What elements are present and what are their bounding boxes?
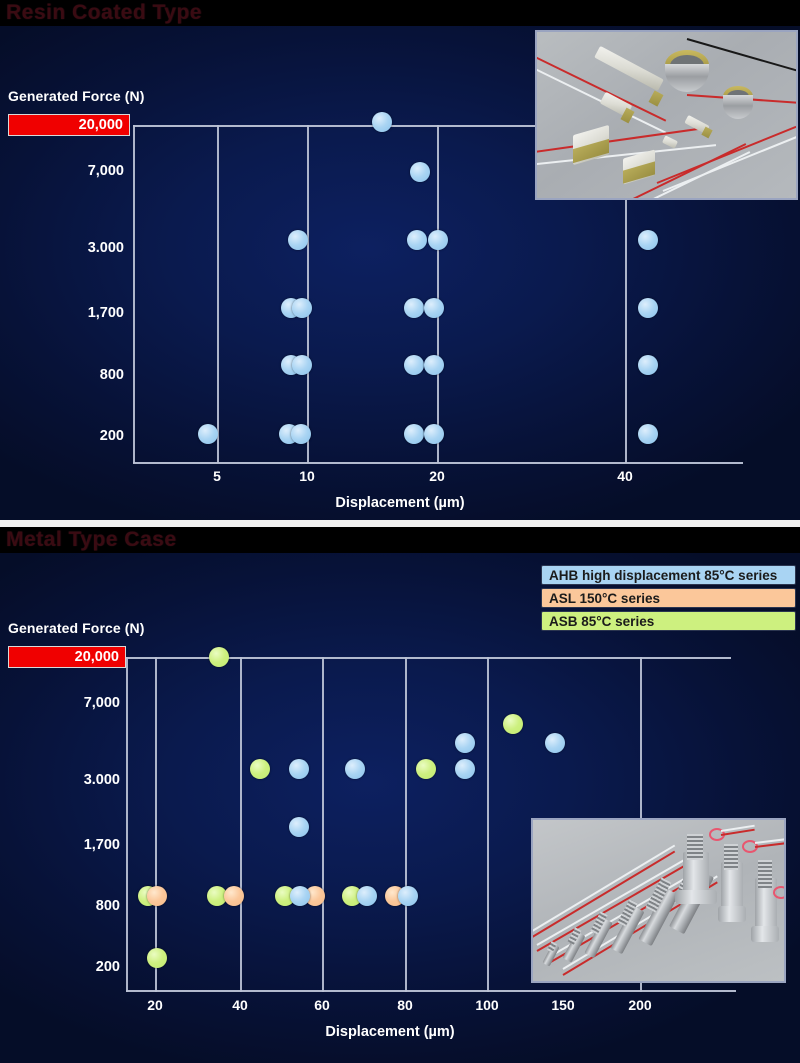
x-tick-60-metal: 60 xyxy=(314,997,330,1013)
y-tick-7000-metal: 7,000 xyxy=(83,695,120,711)
data-point xyxy=(503,714,523,734)
data-point xyxy=(638,355,658,375)
title-band-resin: Resin Coated Type xyxy=(0,0,800,26)
x-tick-40-metal: 40 xyxy=(232,997,248,1013)
data-point xyxy=(292,298,312,318)
y-axis-title-resin: Generated Force (N) xyxy=(8,88,145,104)
data-point xyxy=(207,886,227,906)
y-tick-800-metal: 800 xyxy=(95,898,120,914)
top-gridline-resin xyxy=(133,125,730,127)
data-point xyxy=(638,424,658,444)
gridline-x-40 xyxy=(240,657,242,992)
panel-metal-type-case: Metal Type Case AHB high displacement 85… xyxy=(0,527,800,1063)
data-point xyxy=(292,355,312,375)
x-tick-200-metal: 200 xyxy=(628,997,652,1013)
x-tick-20-resin: 20 xyxy=(429,468,445,484)
legend-item-ahb[interactable]: AHB high displacement 85°C series xyxy=(541,565,796,585)
data-point xyxy=(404,424,424,444)
data-point xyxy=(455,759,475,779)
data-point xyxy=(198,424,218,444)
data-point xyxy=(224,886,244,906)
panel-title-resin: Resin Coated Type xyxy=(6,1,202,24)
y-tick-20000-metal: 20,000 xyxy=(8,646,126,668)
x-axis-line-metal xyxy=(126,990,736,992)
data-point xyxy=(545,733,565,753)
data-point xyxy=(357,886,377,906)
data-point xyxy=(424,298,444,318)
y-axis-line-metal xyxy=(126,657,128,992)
data-point xyxy=(209,647,229,667)
x-axis-title-metal: Displacement (µm) xyxy=(325,1024,455,1040)
x-tick-100-metal: 100 xyxy=(475,997,499,1013)
y-tick-7000-resin: 7,000 xyxy=(87,163,124,179)
data-point xyxy=(416,759,436,779)
data-point xyxy=(638,230,658,250)
inset-photo-metal xyxy=(531,818,786,983)
y-tick-20000-resin: 20,000 xyxy=(8,114,130,136)
y-axis-line-resin xyxy=(133,125,135,463)
panel-resin-coated-type: Resin Coated Type Generated Force (N) 20… xyxy=(0,0,800,520)
top-gridline-metal xyxy=(126,657,731,659)
legend-item-asb[interactable]: ASB 85°C series xyxy=(541,611,796,631)
gridline-x-60 xyxy=(322,657,324,992)
y-tick-3000-resin: 3.000 xyxy=(87,240,124,256)
x-tick-40-resin: 40 xyxy=(617,468,633,484)
y-tick-1700-metal: 1,700 xyxy=(83,837,120,853)
y-tick-800-resin: 800 xyxy=(99,367,124,383)
y-tick-200-resin: 200 xyxy=(99,428,124,444)
data-point xyxy=(455,733,475,753)
data-point xyxy=(424,355,444,375)
title-band-metal: Metal Type Case xyxy=(0,527,800,553)
data-point xyxy=(424,424,444,444)
inset-photo-resin xyxy=(535,30,798,200)
data-point xyxy=(250,759,270,779)
data-point xyxy=(147,948,167,968)
gridline-x-5 xyxy=(217,125,219,463)
data-point xyxy=(291,424,311,444)
panel-title-metal: Metal Type Case xyxy=(6,528,177,551)
x-tick-80-metal: 80 xyxy=(397,997,413,1013)
data-point xyxy=(404,298,424,318)
x-tick-5-resin: 5 xyxy=(213,468,221,484)
data-point xyxy=(345,759,365,779)
data-point xyxy=(372,112,392,132)
data-point xyxy=(428,230,448,250)
gridline-x-40 xyxy=(625,200,627,463)
data-point xyxy=(305,886,325,906)
data-point xyxy=(290,886,310,906)
gridline-x-100 xyxy=(487,657,489,992)
data-point xyxy=(147,886,167,906)
data-point xyxy=(289,817,309,837)
gridline-x-80 xyxy=(405,657,407,992)
legend-item-asl[interactable]: ASL 150°C series xyxy=(541,588,796,608)
data-point xyxy=(407,230,427,250)
data-point xyxy=(638,298,658,318)
x-tick-10-resin: 10 xyxy=(299,468,315,484)
x-axis-line-resin xyxy=(133,462,743,464)
panel-divider xyxy=(0,520,800,527)
data-point xyxy=(410,162,430,182)
y-tick-1700-resin: 1,700 xyxy=(87,305,124,321)
data-point xyxy=(398,886,418,906)
data-point xyxy=(404,355,424,375)
x-tick-20-metal: 20 xyxy=(147,997,163,1013)
y-tick-200-metal: 200 xyxy=(95,959,120,975)
x-axis-title-resin: Displacement (µm) xyxy=(335,495,465,511)
y-axis-title-metal: Generated Force (N) xyxy=(8,620,145,636)
gridline-x-20 xyxy=(155,657,157,992)
x-tick-150-metal: 150 xyxy=(551,997,575,1013)
gridline-x-10 xyxy=(307,125,309,463)
y-tick-3000-metal: 3.000 xyxy=(83,772,120,788)
data-point xyxy=(288,230,308,250)
gridline-x-20 xyxy=(437,125,439,463)
data-point xyxy=(289,759,309,779)
